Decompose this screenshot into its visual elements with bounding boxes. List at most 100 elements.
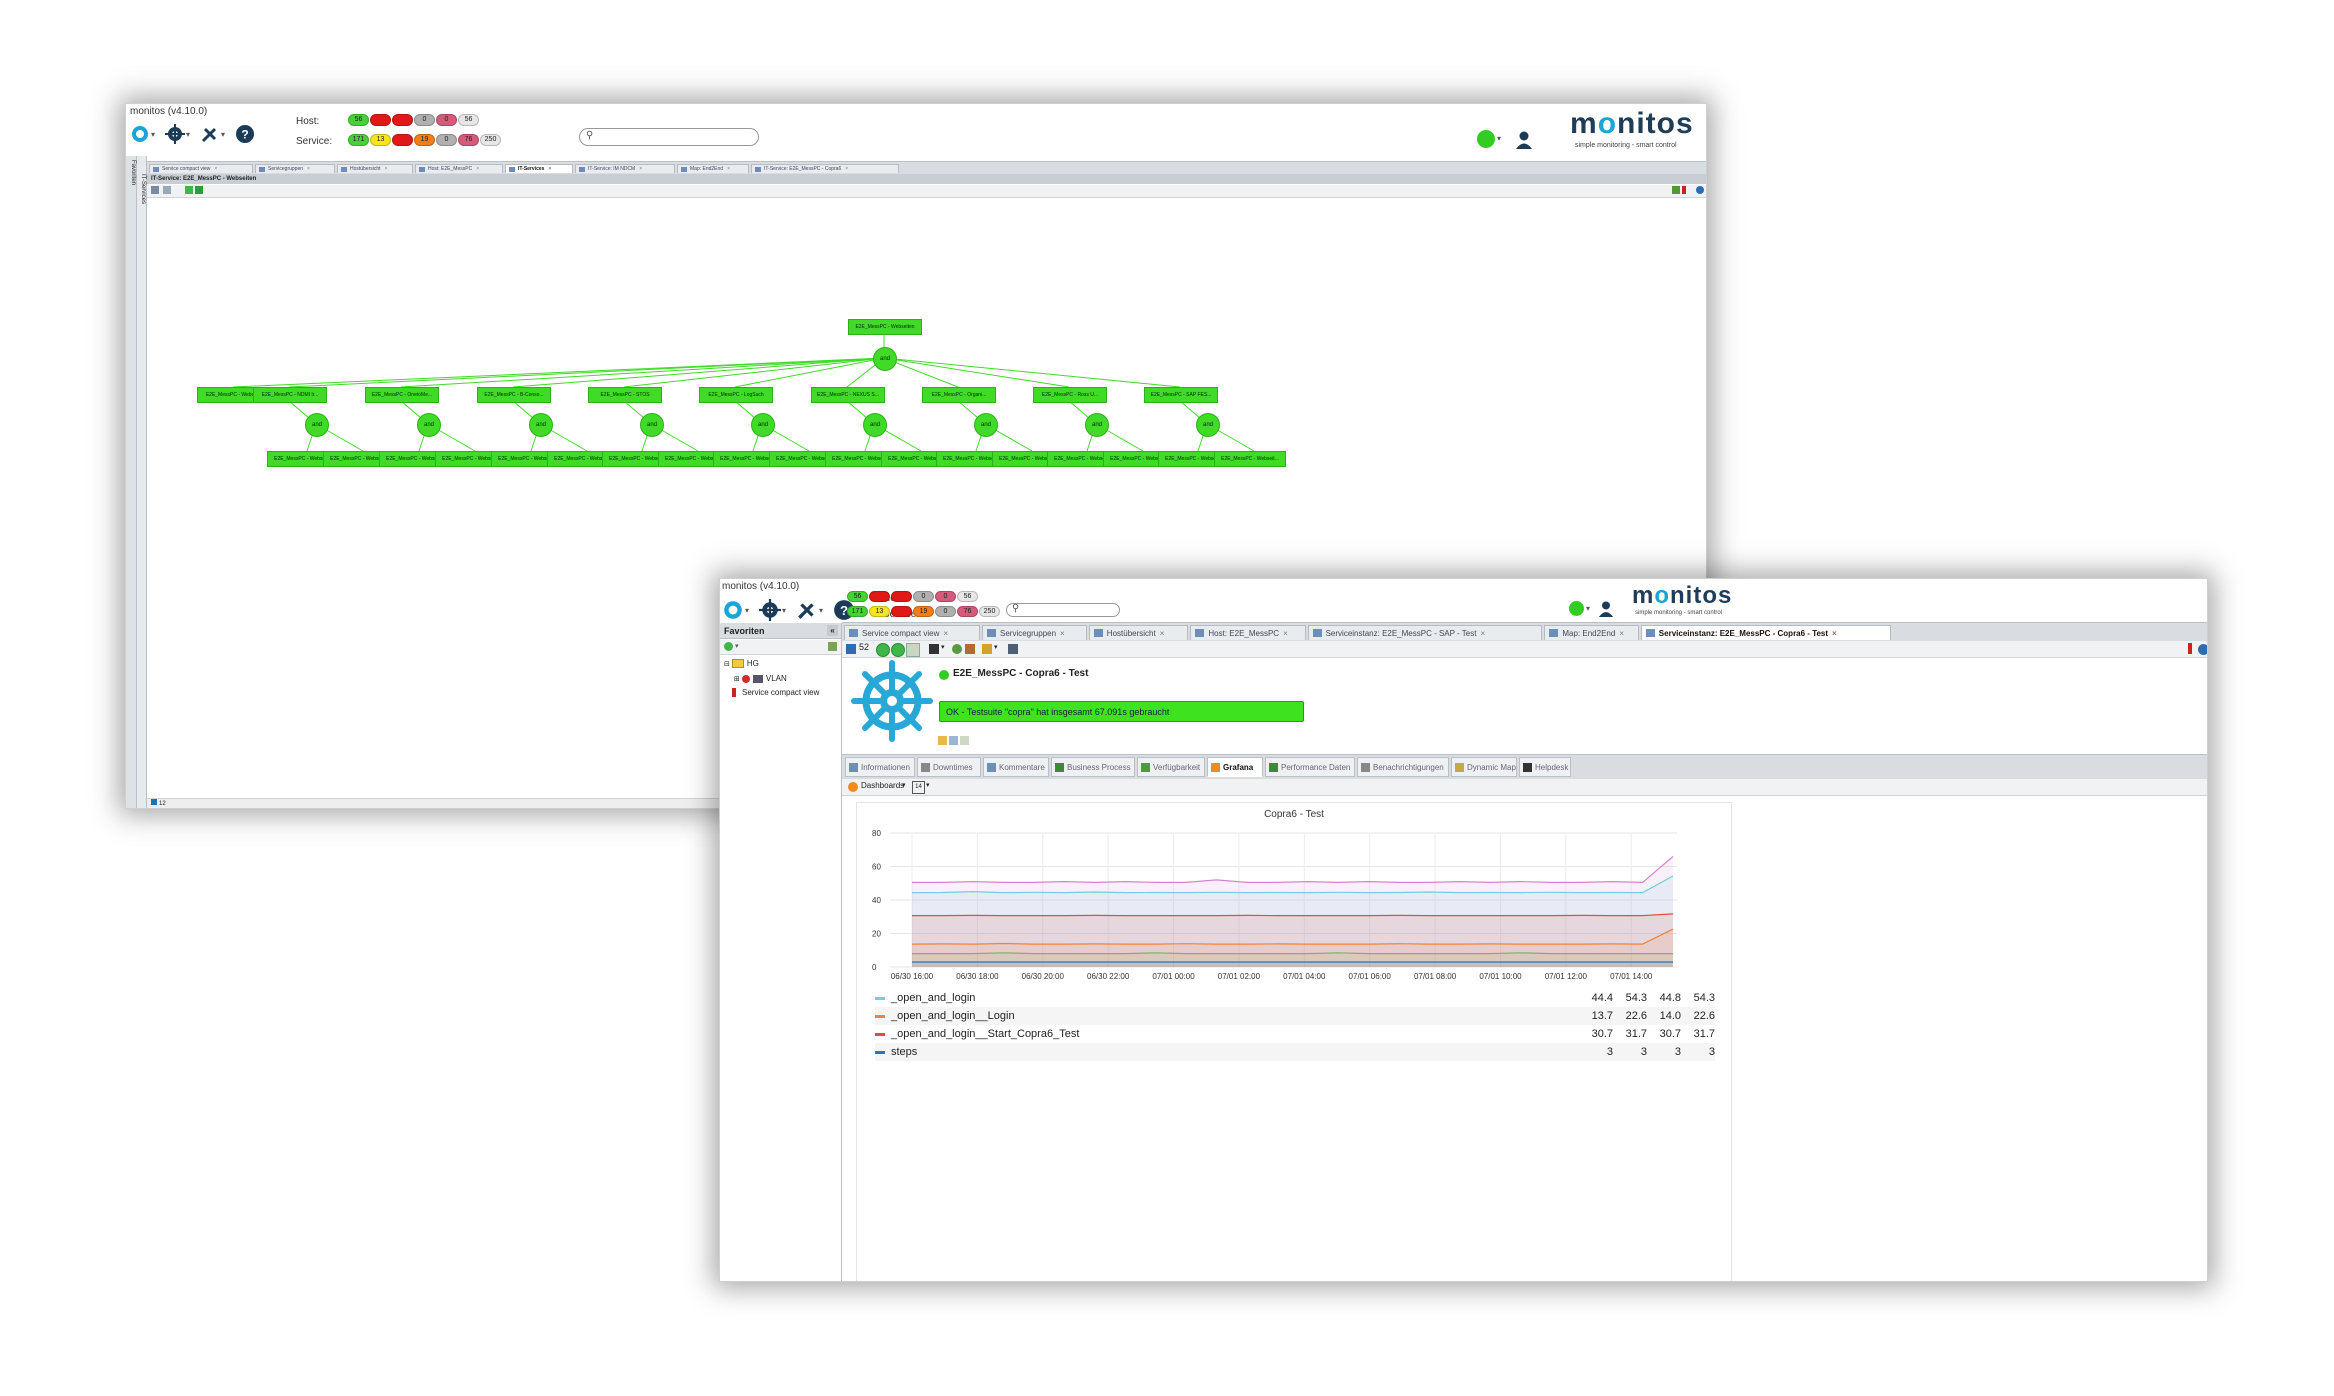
host-status-badge[interactable] <box>370 114 391 126</box>
tab[interactable]: Service compact view× <box>844 625 980 640</box>
favorites-tree-item[interactable]: ⊟ HG <box>724 659 759 668</box>
leaf-service-node[interactable]: E2E_MessPC - Webseit... <box>323 451 395 467</box>
service-status-badge[interactable] <box>891 606 912 617</box>
status-dropdown-icon[interactable]: ▾ <box>1586 604 1591 613</box>
delete-favorite-icon[interactable] <box>828 642 837 651</box>
tree-root-node[interactable]: E2E_MessPC - Webseiten <box>848 319 922 335</box>
detail-tab[interactable]: Business Process <box>1051 757 1135 777</box>
service-status-badge[interactable]: 19 <box>414 134 435 146</box>
schedule-icon[interactable] <box>906 643 920 657</box>
close-tab-icon[interactable]: × <box>1060 628 1065 638</box>
host-status-badge[interactable]: 56 <box>458 114 479 126</box>
tree-icon[interactable] <box>185 186 193 194</box>
host-status-badge[interactable] <box>891 591 912 602</box>
screen-dropdown-icon[interactable]: ▾ <box>941 644 945 651</box>
host-status-badge[interactable] <box>869 591 890 602</box>
help-small-icon[interactable] <box>2198 644 2207 655</box>
close-tab-icon[interactable]: × <box>845 166 849 172</box>
close-tab-icon[interactable]: × <box>639 166 643 172</box>
leaf-service-node[interactable]: E2E_MessPC - Webseit... <box>658 451 730 467</box>
alert-icon[interactable] <box>2188 643 2192 654</box>
dashboards-dropdown-icon[interactable]: ▾ <box>902 782 906 789</box>
tab[interactable]: IT-Service: E2E_MessPC - Copra6× <box>751 164 899 173</box>
edit-icon[interactable] <box>982 644 992 654</box>
host-status-badge[interactable] <box>392 114 413 126</box>
dashboards-menu[interactable]: Dashboards <box>861 781 905 790</box>
service-status-badge[interactable]: 171 <box>348 134 369 146</box>
leaf-service-node[interactable]: E2E_MessPC - Webseit... <box>713 451 785 467</box>
service-status-badge[interactable]: 19 <box>913 606 934 617</box>
recheck-icon[interactable] <box>891 643 905 657</box>
close-tab-icon[interactable]: × <box>307 166 310 172</box>
edit-dropdown-icon[interactable]: ▾ <box>994 644 998 651</box>
tab[interactable]: IT-Service: IM NDCM× <box>575 164 675 173</box>
favorites-tree-item[interactable]: ⊞ VLAN <box>734 674 787 683</box>
host-status-badge[interactable]: 56 <box>348 114 369 126</box>
close-tab-icon[interactable]: × <box>1619 628 1624 638</box>
service-status-badge[interactable]: 13 <box>370 134 391 146</box>
comment-icon[interactable] <box>938 736 947 745</box>
tools-small-icon[interactable] <box>965 644 975 654</box>
host-status-badge[interactable]: 0 <box>414 114 435 126</box>
search-input[interactable]: ⚲ <box>579 128 759 146</box>
detail-tab[interactable]: Downtimes <box>917 757 981 777</box>
tools-icon[interactable]: ▾ <box>200 124 225 144</box>
leaf-service-node[interactable]: E2E_MessPC - Webseit... <box>267 451 339 467</box>
close-tab-icon[interactable]: × <box>1283 628 1288 638</box>
close-tab-icon[interactable]: × <box>384 166 388 172</box>
detail-tab[interactable]: Helpdesk <box>1519 757 1571 777</box>
service-node[interactable]: E2E_MessPC - STOS <box>588 387 662 403</box>
tab[interactable]: Map: End2End× <box>677 164 749 173</box>
close-tab-icon[interactable]: × <box>1832 628 1837 638</box>
service-status-badge[interactable]: 76 <box>458 134 479 146</box>
close-tab-icon[interactable]: × <box>727 166 731 172</box>
link-icon[interactable] <box>952 644 962 654</box>
service-node[interactable]: E2E_MessPC - OnetoMe... <box>365 387 439 403</box>
close-tab-icon[interactable]: × <box>214 166 218 172</box>
favorites-collapsed-strip[interactable]: Favoriten <box>126 156 137 808</box>
close-tab-icon[interactable]: × <box>1480 628 1486 638</box>
service-status-badge[interactable]: 250 <box>480 134 501 146</box>
monitos-menu-icon[interactable]: ▾ <box>722 599 749 621</box>
favorites-tree-item[interactable]: Service compact view <box>732 688 819 697</box>
system-status-icon[interactable] <box>1477 130 1495 148</box>
close-tab-icon[interactable]: × <box>943 628 949 638</box>
alert-icon[interactable] <box>1682 186 1686 194</box>
tab[interactable]: Servicegruppen× <box>982 625 1087 640</box>
host-status-badge[interactable]: 0 <box>436 114 457 126</box>
tab[interactable]: Hostübersicht× <box>337 164 413 173</box>
service-status-badge[interactable]: 0 <box>436 134 457 146</box>
status-dropdown-icon[interactable]: ▾ <box>1497 134 1502 143</box>
graph-icon[interactable] <box>949 736 958 745</box>
tab[interactable]: Host: E2E_MessPC× <box>1190 625 1306 640</box>
service-node[interactable]: E2E_MessPC - B-Conso... <box>477 387 551 403</box>
host-status-badge[interactable]: 56 <box>957 591 978 602</box>
detail-tab[interactable]: Grafana <box>1207 757 1263 777</box>
monitos-menu-icon[interactable]: ▾ <box>130 124 155 144</box>
tab[interactable]: Servicegruppen× <box>255 164 335 173</box>
tab[interactable]: Serviceinstanz: E2E_MessPC - Copra6 - Te… <box>1640 625 1892 640</box>
help-icon[interactable]: ? <box>235 124 255 144</box>
export-icon[interactable] <box>1672 186 1680 194</box>
add-dropdown-icon[interactable]: ▾ <box>735 643 739 650</box>
tab[interactable]: Host: E2E_MessPC× <box>415 164 503 173</box>
tab[interactable]: Service compact view× <box>149 164 253 173</box>
service-node[interactable]: E2E_MessPC - LogSuch <box>699 387 773 403</box>
tab[interactable]: Serviceinstanz: E2E_MessPC - SAP - Test× <box>1307 625 1543 640</box>
settings-gear-icon[interactable]: ▾ <box>759 599 786 621</box>
close-tab-icon[interactable]: × <box>1159 628 1165 638</box>
acknowledge-icon[interactable] <box>876 643 890 657</box>
monitor-icon[interactable] <box>1008 644 1018 654</box>
detail-tab[interactable]: Informationen <box>845 757 915 777</box>
close-tab-icon[interactable]: × <box>548 166 552 172</box>
service-node[interactable]: E2E_MessPC - SAP FES... <box>1144 387 1218 403</box>
service-status-badge[interactable]: 76 <box>957 606 978 617</box>
service-status-badge[interactable]: 250 <box>979 606 1000 617</box>
detail-tab[interactable]: Verfügbarkeit <box>1137 757 1205 777</box>
host-status-badge[interactable]: 0 <box>913 591 934 602</box>
layout-icon[interactable] <box>195 186 203 194</box>
calendar-icon[interactable]: 14 <box>912 781 925 794</box>
